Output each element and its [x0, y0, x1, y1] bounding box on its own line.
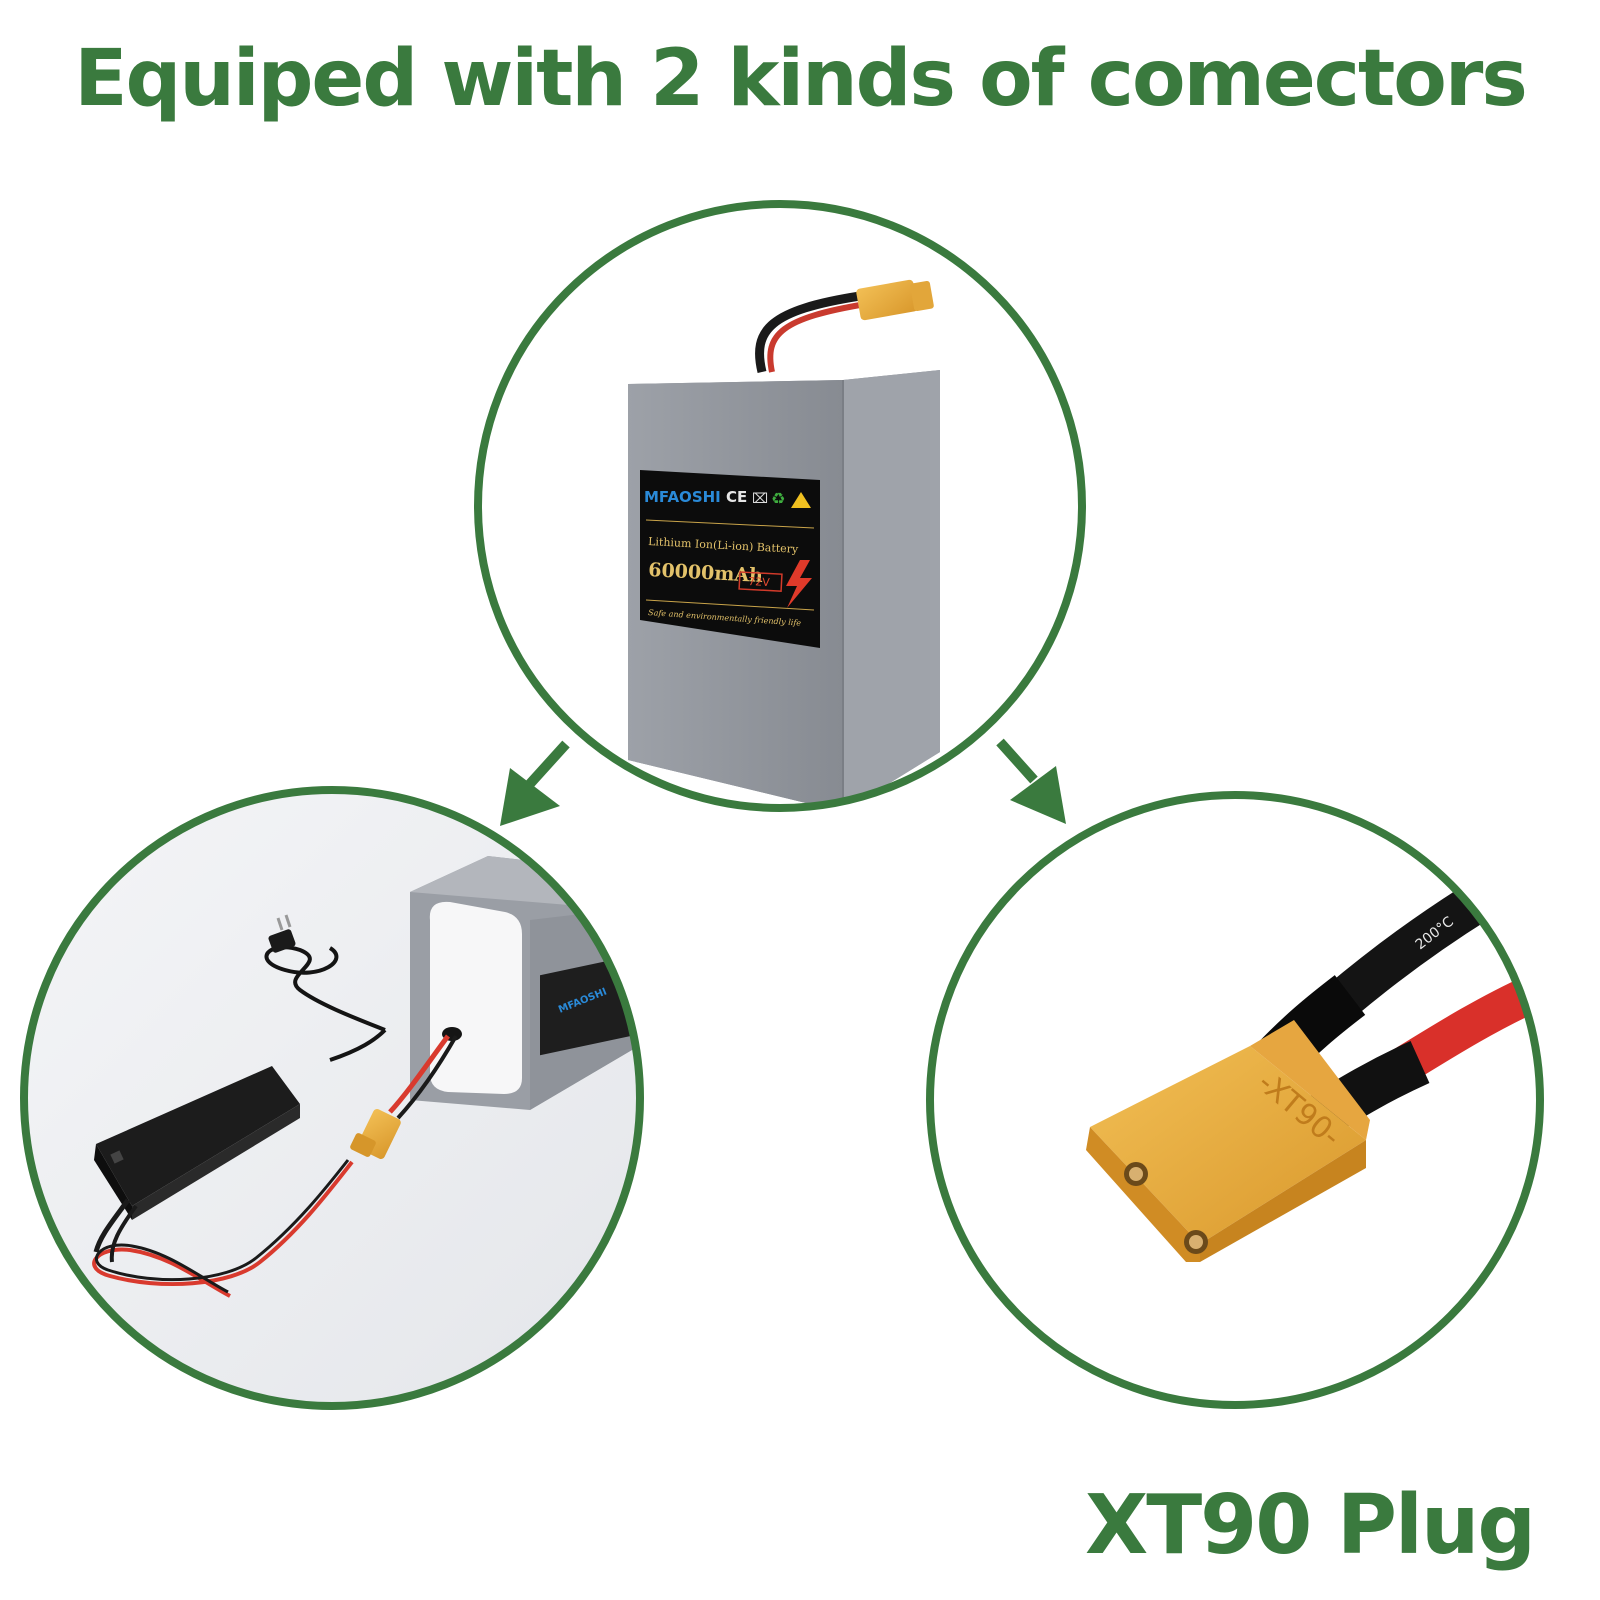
xt90-plug-caption: XT90 Plug	[1085, 1478, 1536, 1573]
battery-circle: MFAOSHI CE ⌧ ♻ Lithium Ion(Li-ion) Batte…	[474, 200, 1086, 812]
headline: Equiped with 2 kinds of comectors	[74, 34, 1528, 124]
xt90-connector-pair-icon	[350, 1108, 401, 1160]
brand-text: MFAOSHI	[644, 488, 721, 506]
battery-pack: MFAOSHI CE ⌧ ♻ Lithium Ion(Li-ion) Batte…	[628, 370, 940, 808]
voltage-text: 72V	[748, 575, 771, 589]
warning-icon	[791, 492, 811, 508]
arrow-left-icon	[500, 740, 570, 826]
recycle-icon: ♻	[771, 489, 785, 508]
xt90-connector-icon	[856, 279, 934, 321]
xt90-closeup-circle: 200°C -XT90-	[926, 791, 1544, 1409]
charger-brick	[94, 1066, 300, 1220]
battery-side-view: MFAOSHI	[410, 856, 640, 1110]
ce-mark: CE	[726, 488, 747, 506]
weee-icon: ⌧	[752, 491, 768, 507]
battery-label: MFAOSHI CE ⌧ ♻ Lithium Ion(Li-ion) Batte…	[640, 470, 820, 648]
arrow-right-icon	[996, 738, 1066, 824]
ac-plug-icon	[268, 914, 296, 953]
charger-circle: MFAOSHI	[20, 786, 644, 1410]
lightning-icon	[786, 560, 812, 608]
xt90-plug-icon: -XT90-	[1086, 1020, 1370, 1262]
